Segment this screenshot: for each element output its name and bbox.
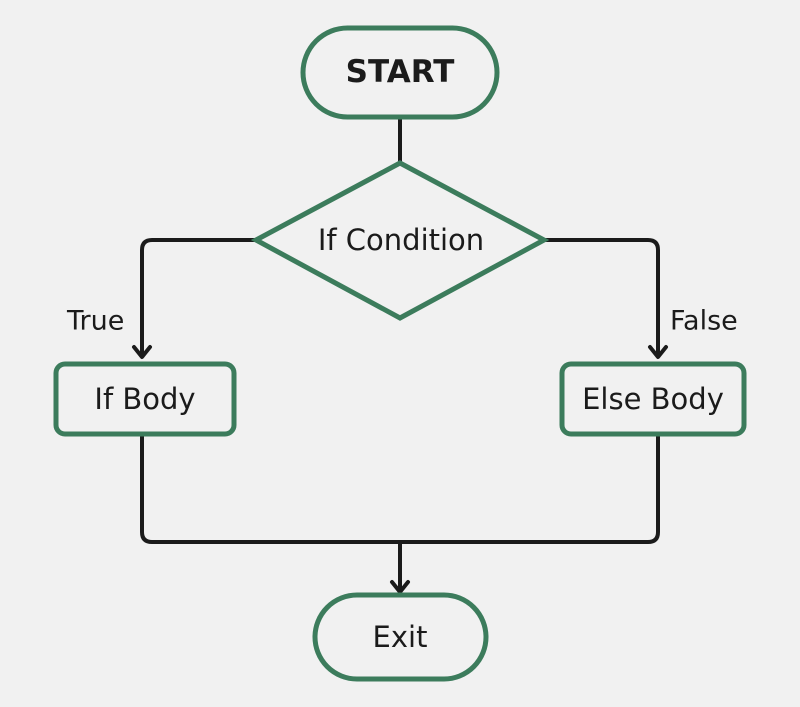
decision-node: If Condition [250, 160, 550, 321]
if-body-node-label: If Body [94, 382, 195, 416]
connector-else-body-to-merge [400, 434, 660, 544]
arrowhead-exit [390, 580, 410, 594]
arrowhead-else-body [648, 345, 668, 359]
start-node-label: START [346, 54, 455, 90]
if-body-node: If Body [53, 361, 237, 437]
false-branch-label: False [670, 306, 738, 337]
connector-decision-to-if-body [140, 238, 256, 355]
decision-node-shape [250, 160, 550, 321]
decision-node-label: If Condition [318, 223, 484, 257]
exit-node-shape [312, 592, 489, 682]
else-body-node-label: Else Body [582, 382, 724, 416]
if-body-node-shape [53, 361, 237, 437]
exit-node-label: Exit [373, 620, 428, 654]
exit-node: Exit [312, 592, 489, 682]
connector-decision-to-else-body [544, 238, 660, 355]
else-body-node: Else Body [559, 361, 747, 437]
connector-if-body-to-merge [140, 434, 400, 544]
start-node-shape [300, 25, 500, 120]
else-body-node-shape [559, 361, 747, 437]
arrowhead-if-body [132, 345, 152, 359]
true-branch-label: True [66, 306, 124, 337]
start-node: START [300, 25, 500, 120]
